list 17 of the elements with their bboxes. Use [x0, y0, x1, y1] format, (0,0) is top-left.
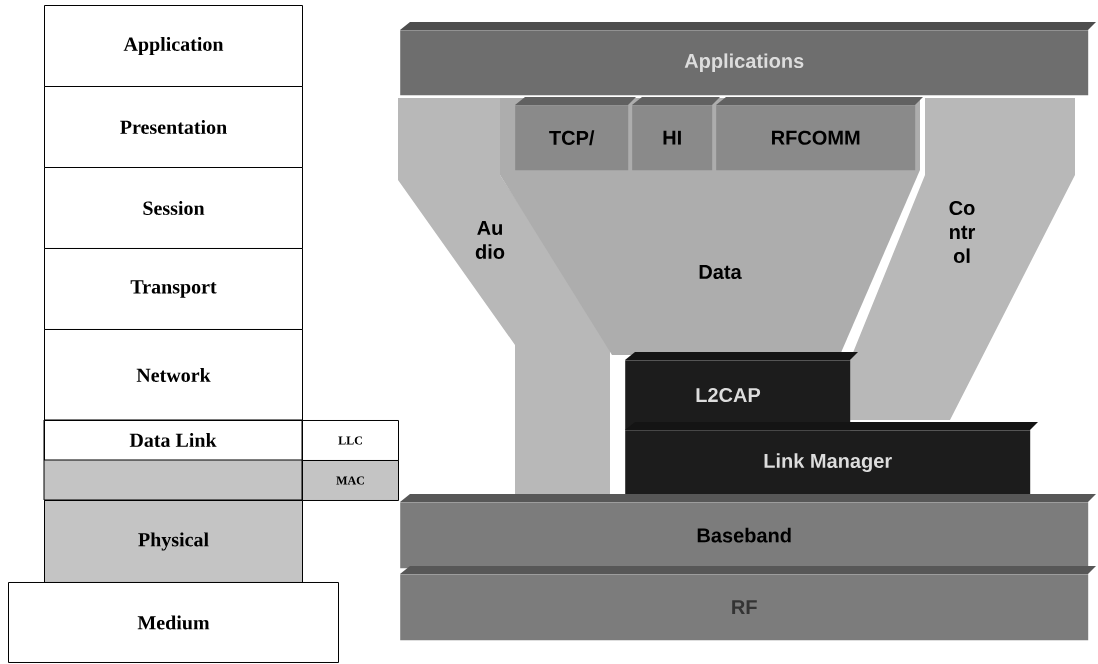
node-label: HI — [663, 130, 681, 145]
osi-layer-box: Network — [44, 329, 303, 421]
protocol-layer-bar: Link Manager — [625, 422, 1038, 496]
sublayer-box: LLC — [302, 420, 399, 461]
protocol-layer-bar: Baseband — [400, 494, 1096, 569]
protocol-layer-bar: Applications — [400, 22, 1096, 96]
medium-box: Medium — [8, 582, 339, 663]
protocol-layer-bar: RF — [400, 566, 1096, 641]
osi-layer-box: Application — [44, 5, 303, 87]
osi-layer-box: Presentation — [44, 86, 303, 168]
osi-layer-box: Transport — [44, 248, 303, 330]
protocol-box: HI — [632, 97, 720, 171]
sublayer-box: MAC — [302, 460, 399, 501]
osi-layer-box: Session — [44, 167, 303, 249]
node-label: TCP/ — [549, 130, 595, 146]
protocol-box: TCP/ — [515, 97, 636, 171]
protocol-box: RFCOMM — [716, 97, 923, 171]
